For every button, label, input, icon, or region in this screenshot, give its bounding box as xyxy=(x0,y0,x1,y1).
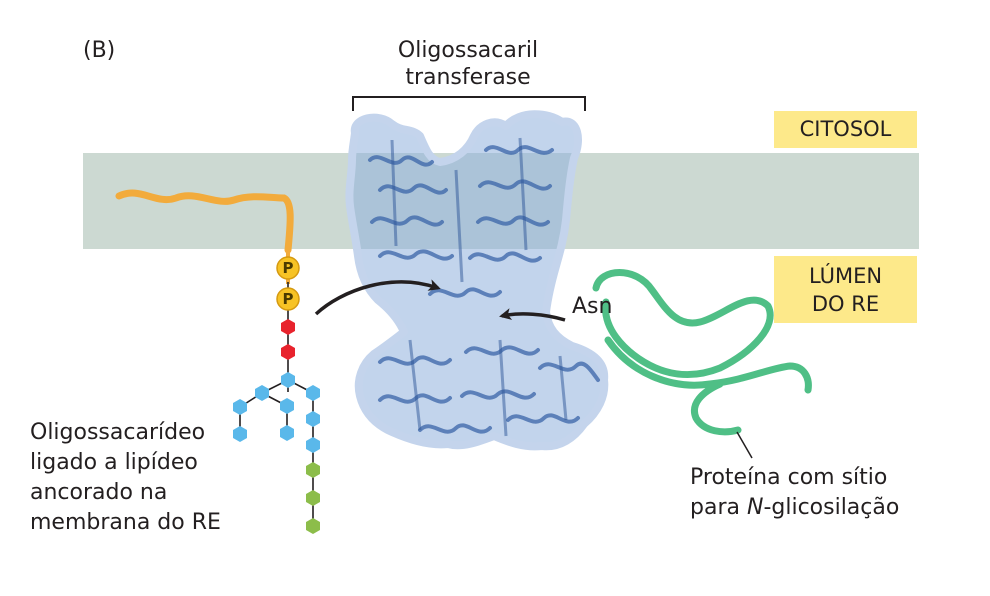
phosphate-2: P xyxy=(276,287,300,311)
blue-sugar xyxy=(280,425,294,441)
blue-sugar xyxy=(306,411,320,427)
transfer-arrow xyxy=(314,279,441,316)
red-sugar xyxy=(281,344,295,360)
blue-sugar xyxy=(233,399,247,415)
protein-label: Proteína com sítio para N-glicosilação xyxy=(690,463,899,523)
oligosaccharide-label-line4: membrana do RE xyxy=(30,510,221,535)
blue-sugar xyxy=(306,385,320,401)
phosphate-2-label: P xyxy=(283,290,294,308)
blue-sugar xyxy=(280,398,294,414)
asn-arrow xyxy=(499,308,566,322)
green-sugar xyxy=(306,490,320,506)
green-sugar xyxy=(306,518,320,534)
protein-label-line2: para N-glicosilação xyxy=(690,493,899,523)
blue-sugar xyxy=(306,437,320,453)
substrate-protein-chain xyxy=(592,269,812,436)
green-sugar xyxy=(306,462,320,478)
enzyme-label-line1: Oligossacaril xyxy=(397,38,539,63)
lumen-label: LÚMEN DO RE xyxy=(774,256,917,323)
sugar-residues xyxy=(233,319,320,534)
oligosaccharide-label-line1: Oligossacarídeo xyxy=(30,420,206,445)
protein-label-italic: N xyxy=(746,495,764,520)
enzyme-label-line2: transferase xyxy=(405,65,531,90)
red-sugar xyxy=(281,319,295,335)
lumen-label-line1: LÚMEN xyxy=(808,264,883,288)
asn-label: Asn xyxy=(572,294,613,319)
oligosaccharide-label-line2: ligado a lipídeo xyxy=(30,450,198,475)
enzyme-label: Oligossacaril transferase xyxy=(368,37,568,91)
protein-label-suffix: -glicosilação xyxy=(763,495,900,520)
protein-label-leader xyxy=(736,431,753,459)
oligosaccharide-linkages xyxy=(239,282,314,527)
panel-label: (B) xyxy=(83,38,116,63)
phosphate-1: P xyxy=(276,256,300,280)
lumen-label-line2: DO RE xyxy=(811,292,880,316)
cytosol-label: CITOSOL xyxy=(774,111,917,148)
blue-sugar xyxy=(233,426,247,442)
protein-label-line1: Proteína com sítio xyxy=(690,465,888,490)
blue-sugar xyxy=(255,385,269,401)
protein-label-prefix: para xyxy=(690,495,747,520)
oligosaccharide-label-line3: ancorado na xyxy=(30,480,168,505)
oligosaccharyltransferase-enzyme xyxy=(345,110,609,451)
enzyme-bracket xyxy=(352,96,586,111)
oligosaccharide-label: Oligossacarídeo ligado a lipídeo ancorad… xyxy=(30,418,221,538)
phosphate-1-label: P xyxy=(283,259,294,277)
lipid-tail xyxy=(115,189,294,254)
blue-sugar xyxy=(281,372,295,388)
